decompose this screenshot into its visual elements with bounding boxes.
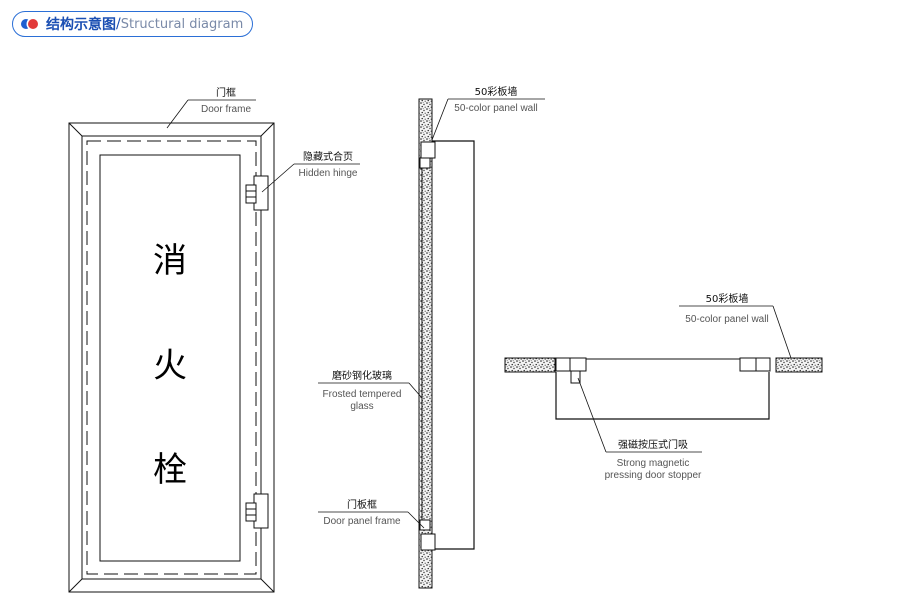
label-door-frame-en: Door frame bbox=[201, 104, 251, 115]
side-panel-wall bbox=[418, 98, 433, 589]
door-frame-inner bbox=[81, 135, 262, 580]
label-panel-wall-side-cn: 50彩板墙 bbox=[475, 85, 518, 98]
door-sign-char-2: 火 bbox=[153, 346, 187, 386]
front-view-door bbox=[68, 122, 275, 593]
red-dot-icon bbox=[28, 19, 38, 29]
label-frosted-glass-en-2: glass bbox=[350, 401, 373, 412]
hidden-hinge-top bbox=[245, 175, 269, 211]
leader-door-panel-frame bbox=[318, 511, 425, 529]
label-panel-wall-side-en: 50-color panel wall bbox=[454, 103, 537, 114]
side-door-leaf bbox=[432, 140, 475, 550]
label-frosted-glass-cn: 磨砂钢化玻璃 bbox=[332, 369, 392, 382]
title-separator: / bbox=[116, 16, 121, 32]
door-sign-char-3: 栓 bbox=[153, 450, 187, 490]
blue-dot-icon bbox=[21, 19, 31, 29]
leader-door-frame bbox=[166, 99, 256, 129]
top-section-view bbox=[504, 357, 823, 420]
label-magnetic-stopper-cn: 强磁按压式门吸 bbox=[618, 438, 688, 451]
door-sign-char-1: 消 bbox=[153, 241, 187, 281]
label-magnetic-stopper-en-2: pressing door stopper bbox=[605, 470, 702, 481]
top-panel-wall-left bbox=[504, 357, 556, 373]
leader-frosted-glass bbox=[318, 382, 423, 399]
section-title-badge: 结构示意图 / Structural diagram bbox=[12, 11, 254, 37]
label-hidden-hinge-en: Hidden hinge bbox=[299, 168, 358, 179]
label-frosted-glass-en-1: Frosted tempered bbox=[323, 389, 402, 400]
top-panel-wall-right bbox=[775, 357, 823, 373]
hidden-hinge-bottom bbox=[245, 493, 269, 529]
title-english: Structural diagram bbox=[120, 16, 244, 32]
leader-panel-wall-side bbox=[431, 98, 545, 141]
label-panel-wall-top-cn: 50彩板墙 bbox=[706, 292, 749, 305]
label-door-panel-frame-en: Door panel frame bbox=[323, 516, 401, 527]
label-hidden-hinge-cn: 隐藏式合页 bbox=[303, 150, 353, 163]
top-door-leaf bbox=[555, 372, 770, 420]
label-panel-wall-top-en: 50-color panel wall bbox=[685, 314, 768, 325]
title-chinese: 结构示意图 bbox=[46, 17, 116, 33]
door-frame-outer bbox=[68, 122, 275, 593]
label-door-panel-frame-cn: 门板框 bbox=[347, 498, 377, 511]
side-section-view bbox=[418, 98, 475, 589]
glass-window bbox=[99, 154, 241, 562]
dual-dot-icon bbox=[21, 19, 39, 29]
label-door-frame-cn: 门框 bbox=[216, 86, 236, 99]
label-magnetic-stopper-en-1: Strong magnetic bbox=[617, 458, 690, 469]
leader-hidden-hinge bbox=[261, 163, 360, 193]
leader-panel-wall-top bbox=[679, 305, 792, 359]
door-panel-dashed-edge bbox=[86, 140, 257, 575]
leader-magnetic-stopper bbox=[577, 377, 702, 453]
